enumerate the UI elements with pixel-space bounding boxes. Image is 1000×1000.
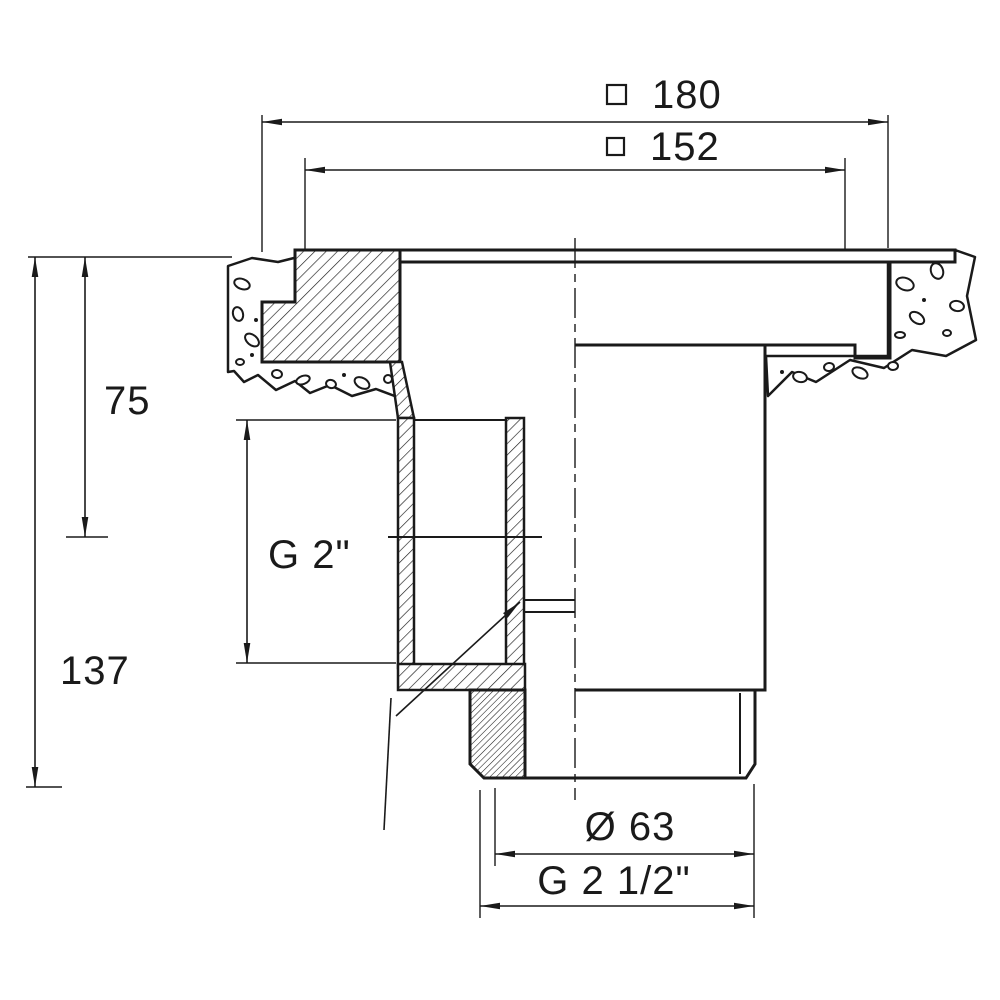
bottom-shoulder-section bbox=[396, 662, 527, 692]
leader-line-diagonal bbox=[395, 601, 521, 717]
body-outer-edge bbox=[575, 345, 767, 692]
square-symbol-icon bbox=[605, 83, 628, 106]
body-section-left bbox=[260, 248, 527, 780]
dim-label-embed-depth: 75 bbox=[104, 379, 151, 423]
dim-label-spigot-diameter: Ø 63 bbox=[585, 805, 676, 849]
dim-label-socket-thread: G 2" bbox=[268, 533, 351, 577]
outer-wall-section bbox=[396, 416, 416, 670]
body-right bbox=[484, 345, 767, 780]
dim-spigot-diameter: Ø 63 bbox=[494, 788, 754, 866]
dim-label-spigot-thread: G 2 1/2" bbox=[537, 859, 690, 903]
thread-leader-lines bbox=[383, 601, 521, 831]
dim-label-outer-square: 180 bbox=[652, 73, 722, 117]
dim-socket-thread: G 2" bbox=[236, 419, 396, 664]
concrete-speckles-right bbox=[780, 262, 965, 384]
concrete-slab-right bbox=[764, 248, 978, 398]
inner-wall-section bbox=[504, 416, 526, 668]
spigot-outer-edge bbox=[484, 690, 757, 780]
flange-anchor-section bbox=[260, 248, 402, 364]
dim-label-inner-square: 152 bbox=[650, 125, 720, 169]
dim-outer-square: 180 bbox=[261, 73, 889, 252]
concrete-speckles-left bbox=[231, 277, 393, 390]
square-symbol-icon bbox=[605, 136, 626, 157]
dim-inner-square: 152 bbox=[304, 125, 846, 250]
dim-overall-depth: 137 bbox=[26, 257, 130, 788]
neck-section bbox=[388, 360, 416, 420]
dim-embed-depth: 75 bbox=[28, 256, 232, 538]
leader-line-vertical bbox=[383, 697, 392, 831]
threaded-spigot-section bbox=[468, 688, 527, 780]
dim-spigot-thread: G 2 1/2" bbox=[479, 784, 755, 918]
dim-label-overall-depth: 137 bbox=[60, 649, 130, 693]
internal-feature-lines bbox=[388, 419, 575, 613]
